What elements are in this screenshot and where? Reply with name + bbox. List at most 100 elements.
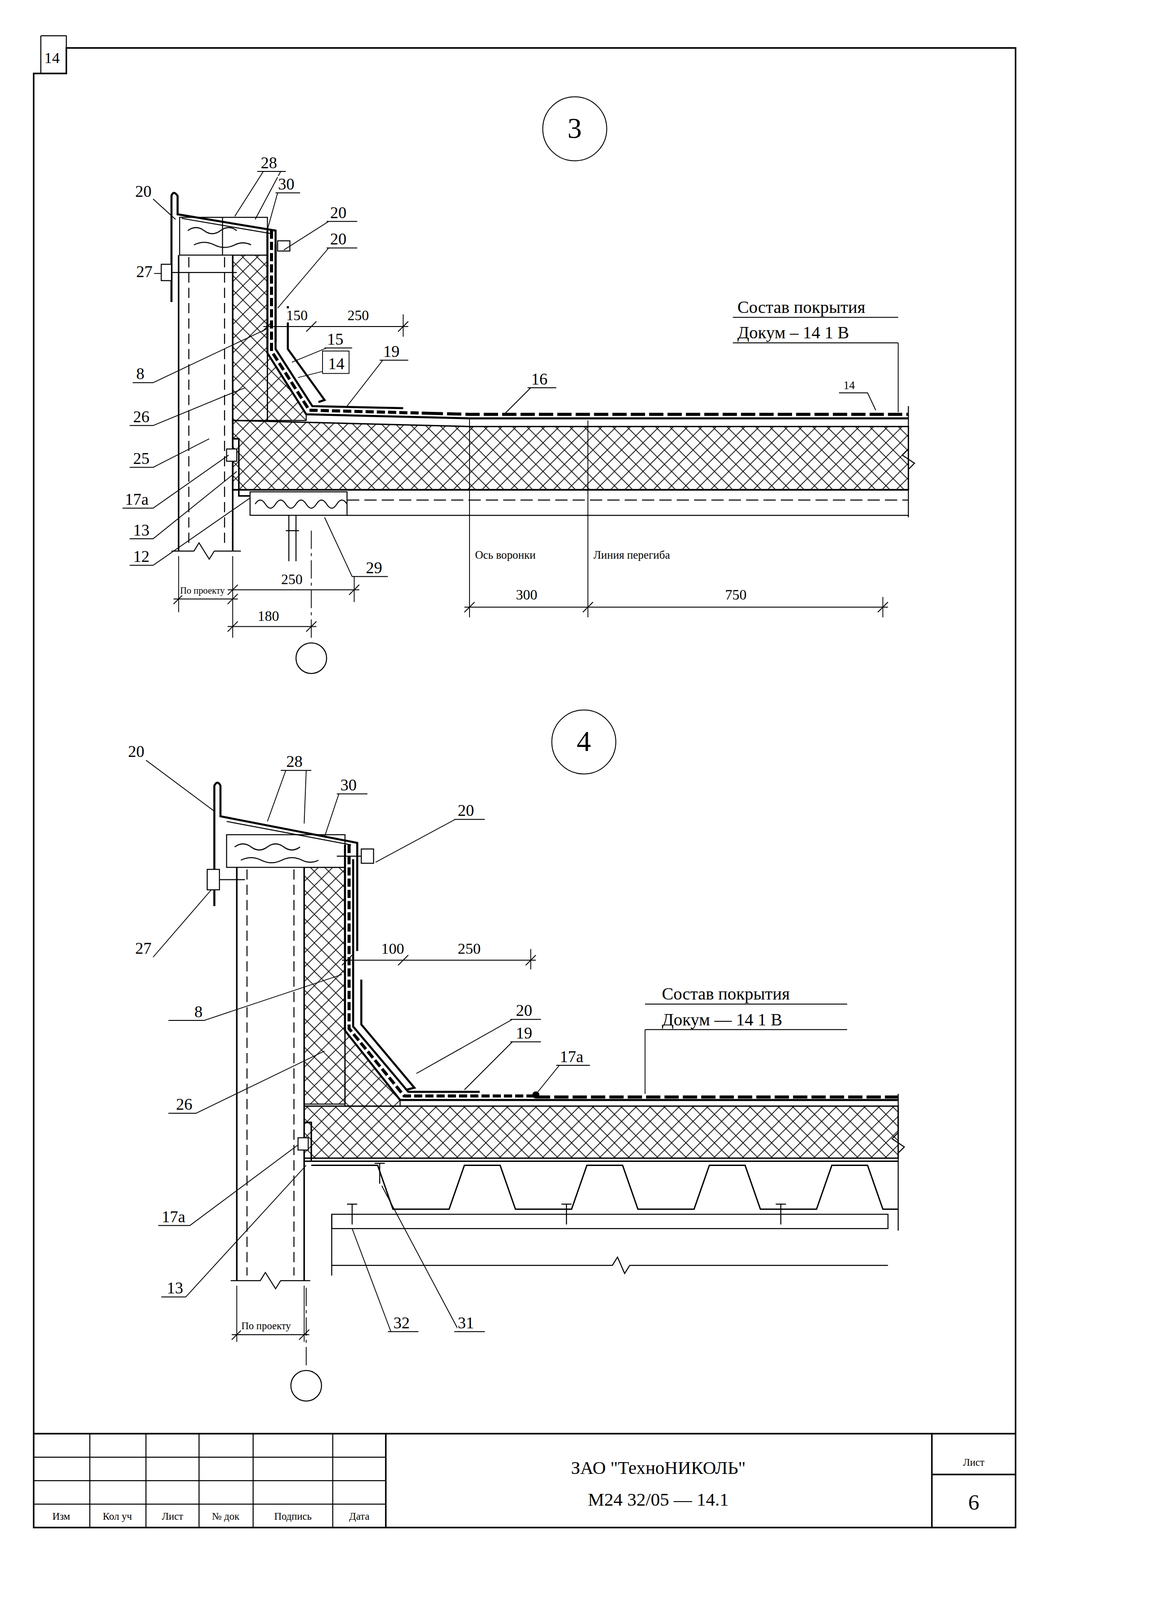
dimension-value: 100 — [380, 941, 405, 957]
steel-deck — [331, 1214, 888, 1277]
roofing-membrane — [428, 413, 909, 415]
roofing-membrane — [353, 859, 480, 1093]
parapet-wall — [236, 867, 305, 1282]
callout-number: 17а — [559, 1048, 584, 1066]
roof-slab — [249, 492, 348, 516]
dimension-value: 250 — [280, 572, 304, 587]
callout-number: 27 — [135, 263, 153, 280]
title-block-cell: Кол уч — [102, 1511, 133, 1523]
metal-cap-flashing — [161, 264, 172, 281]
axis-marker — [296, 643, 328, 675]
title-block-cell: Подпись — [273, 1511, 313, 1523]
timber-blocks — [179, 217, 268, 255]
callout-number: 13 — [132, 522, 151, 539]
leader-lines — [464, 1041, 542, 1091]
axis-marker — [290, 1370, 322, 1402]
metal-cap-flashing — [163, 272, 237, 274]
leader-lines — [153, 890, 212, 958]
insulation-hatch — [304, 867, 346, 1105]
roof-slab — [255, 500, 348, 509]
roof-slab — [226, 406, 915, 562]
callout-number: 20 — [329, 230, 348, 248]
leader-lines — [146, 760, 591, 1332]
roofing-membrane — [267, 230, 909, 419]
callout-number: 26 — [175, 1096, 193, 1113]
leader-lines — [267, 192, 301, 230]
dimension-lines — [173, 306, 899, 641]
dimension-lines — [310, 530, 312, 641]
roofing-membrane — [271, 230, 430, 414]
callout-number: 17а — [161, 1208, 186, 1226]
callout-number: 30 — [277, 176, 295, 193]
leader-lines — [129, 387, 245, 426]
roofing-membrane — [345, 845, 899, 1101]
parapet-wall — [247, 869, 295, 1277]
leader-lines — [283, 221, 358, 250]
parapet-wall — [178, 255, 233, 552]
insulation-hatch — [232, 255, 268, 421]
leader-lines — [324, 794, 368, 838]
leader-lines — [347, 360, 409, 406]
sheet-frame — [33, 35, 1016, 1529]
timber-blocks — [187, 227, 252, 248]
dimension-value: 750 — [724, 587, 748, 603]
roof-slab — [902, 406, 915, 518]
roof-slab — [347, 514, 909, 516]
leader-lines — [839, 392, 876, 411]
callout-number: 20 — [134, 183, 152, 200]
leader-lines — [129, 498, 251, 566]
title-block-text: 14 — [44, 50, 61, 66]
leader-lines — [129, 439, 210, 468]
timber-blocks — [221, 217, 223, 255]
callout-number: 14 — [843, 380, 856, 392]
callout-number: 28 — [260, 154, 278, 172]
title-block-cell: Дата — [348, 1511, 371, 1523]
steel-deck — [892, 1094, 905, 1232]
roofing-membrane — [345, 845, 899, 1101]
leader-lines — [381, 1186, 485, 1333]
leader-lines — [168, 1051, 325, 1114]
dimension-value: По проекту — [240, 1321, 292, 1332]
callout-number: 20 — [457, 802, 475, 819]
dimension-lines — [305, 1288, 307, 1370]
parapet-wall — [230, 1272, 311, 1290]
leader-lines — [122, 171, 876, 577]
callout-number: 20 — [515, 1002, 533, 1019]
leader-lines — [277, 248, 358, 309]
leader-lines — [375, 819, 485, 863]
timber-blocks — [226, 835, 346, 868]
metal-cap-flashing — [171, 192, 276, 343]
callout-number: 25 — [132, 450, 151, 467]
dimension-lines — [178, 556, 355, 638]
parapet-wall — [188, 257, 225, 547]
callout-number: 17а — [124, 491, 150, 508]
title-block-text: 6 — [967, 1491, 980, 1515]
insulation-hatch — [232, 420, 909, 490]
leader-lines — [161, 1165, 307, 1298]
callout-number: 30 — [339, 777, 358, 794]
detail-number: 4 — [576, 727, 592, 757]
leader-lines — [267, 770, 312, 824]
roofing-membrane — [349, 845, 537, 1097]
roofing-membrane — [533, 1092, 540, 1099]
dimension-value: 300 — [515, 587, 538, 603]
steel-deck — [347, 1204, 787, 1225]
leader-lines — [146, 760, 215, 812]
note-text: Докум — 14 1 В — [661, 1011, 783, 1029]
callout-number: 32 — [392, 1315, 411, 1332]
leader-lines — [352, 1228, 419, 1332]
callout-number: 8 — [194, 1003, 204, 1021]
leader-lines — [298, 371, 323, 378]
dimension-value: 150 — [285, 308, 309, 323]
title-block-cell: Изм — [51, 1511, 71, 1523]
dimension-lines — [236, 1286, 305, 1343]
insulation-hatch — [304, 867, 899, 1159]
dimension-lines — [645, 1004, 848, 1095]
steel-deck — [298, 1138, 309, 1151]
dimension-lines — [733, 317, 899, 413]
metal-cap-flashing — [226, 821, 352, 846]
callout-number: 27 — [134, 940, 152, 957]
leader-lines — [153, 199, 177, 220]
steel-deck — [304, 1160, 899, 1163]
title-block-text: М24 32/05 — 14.1 — [587, 1491, 730, 1510]
